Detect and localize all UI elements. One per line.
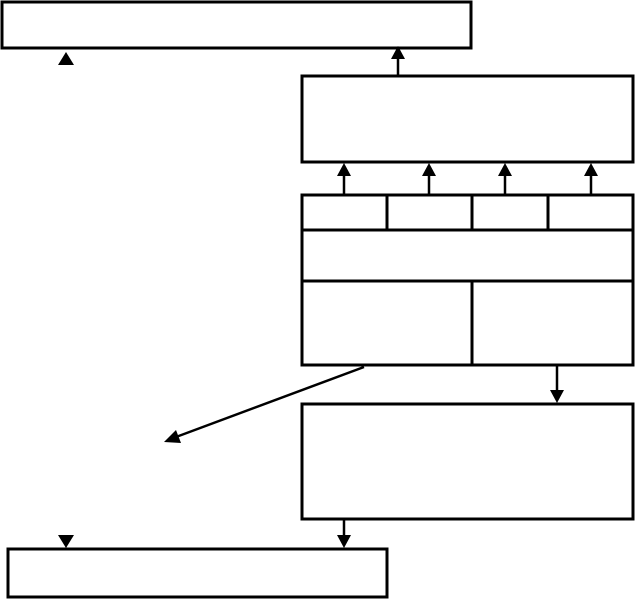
arrow-upper-right-to-top [391,46,405,76]
arrow-cell-3-up [498,163,512,195]
arrow-cell-4-up [584,163,598,195]
arrow-cell-2-up [422,163,436,195]
lower-right-box [300,402,635,521]
arrowhead-bottom-left [58,535,74,548]
arrow-stack-to-lower-right [550,365,564,403]
arrow-cell-1-up [337,163,351,195]
stacked-block [300,193,635,367]
upper-right-box [300,74,635,164]
arrowhead-top-left [58,52,74,65]
bottom-box [6,547,389,599]
arrow-lower-right-to-bottom [337,519,351,548]
arrow-diagonal [164,365,365,443]
top-box [0,0,473,50]
